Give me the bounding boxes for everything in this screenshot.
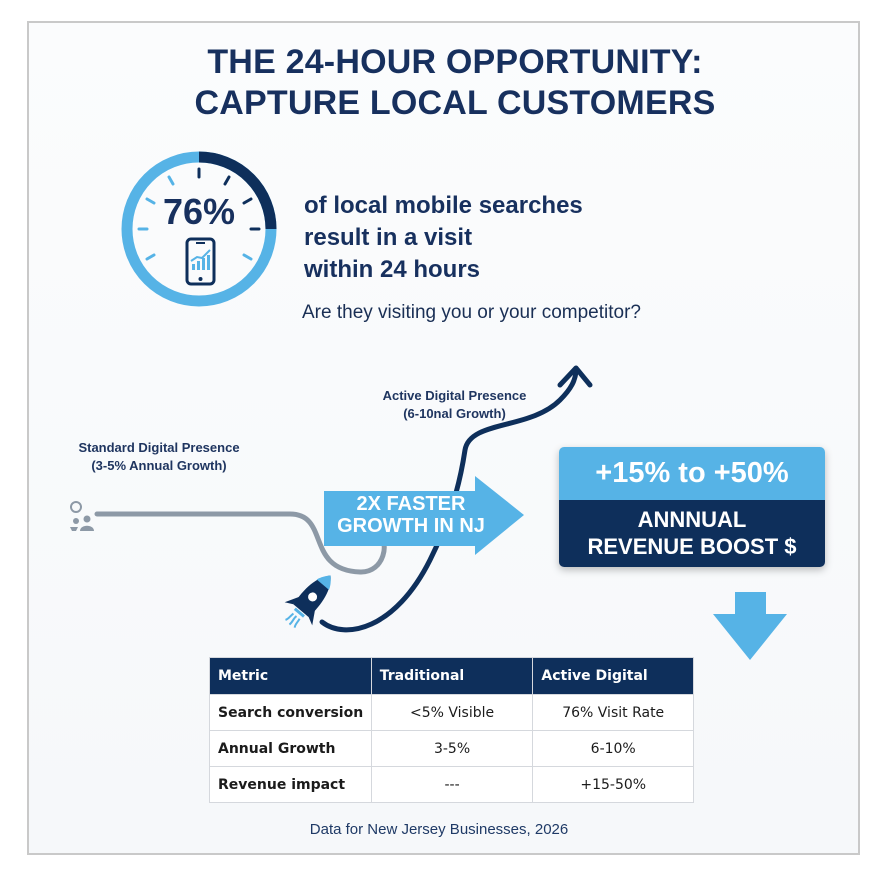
row-active-digital: 6-10% <box>532 730 694 767</box>
page-title: THE 24-HOUR OPPORTUNITY: CAPTURE LOCAL C… <box>0 42 878 124</box>
row-active-digital: 76% Visit Rate <box>532 694 694 731</box>
revenue-boost-card: +15% to +50% ANNNUAL REVENUE BOOST $ <box>559 447 825 567</box>
row-traditional: <5% Visible <box>370 694 534 731</box>
stat-description: of local mobile searches result in a vis… <box>304 190 583 286</box>
standard-presence-label: Standard Digital Presence (3-5% Annual G… <box>66 439 252 475</box>
revenue-range: +15% to +50% <box>559 447 825 500</box>
title-line-1: THE 24-HOUR OPPORTUNITY: <box>207 43 703 81</box>
stat-line-2: result in a visit <box>304 224 473 251</box>
active-label-line-2: (6-10nal Growth) <box>403 406 506 421</box>
revenue-caption-line-2: REVENUE BOOST $ <box>587 534 797 559</box>
stat-line-3: within 24 hours <box>304 256 481 283</box>
title-line-2: CAPTURE LOCAL CUSTOMERS <box>194 84 716 122</box>
row-active-digital: +15-50% <box>532 766 694 803</box>
growth-arrow-line-2: GROWTH IN NJ <box>337 515 485 537</box>
question-text: Are they visiting you or your competitor… <box>302 302 641 323</box>
table-header-row: Metric Traditional Active Digital <box>209 657 694 695</box>
table-row: Search conversion <5% Visible 76% Visit … <box>209 694 694 731</box>
revenue-caption-line-1: ANNNUAL <box>637 507 747 532</box>
row-metric: Search conversion <box>209 694 372 731</box>
stat-line-1: of local mobile searches <box>304 192 583 219</box>
header-active-digital: Active Digital <box>532 657 694 695</box>
gauge-percentage: 76% <box>162 191 236 232</box>
standard-label-line-1: Standard Digital Presence <box>78 440 240 455</box>
smartphone-chart-icon <box>185 237 216 286</box>
comparison-table: Metric Traditional Active Digital Search… <box>209 657 694 803</box>
footer-source: Data for New Jersey Businesses, 2026 <box>309 821 569 838</box>
standard-label-line-2: (3-5% Annual Growth) <box>91 458 227 473</box>
growth-arrow-label: 2X FASTER GROWTH IN NJ <box>336 493 486 537</box>
percentage-gauge: 76% <box>117 147 281 311</box>
active-presence-label: Active Digital Presence (6-10nal Growth) <box>372 387 537 423</box>
row-metric: Revenue impact <box>209 766 372 803</box>
row-traditional: 3-5% <box>370 730 534 767</box>
table-row: Revenue impact --- +15-50% <box>209 766 694 803</box>
active-label-line-1: Active Digital Presence <box>382 388 527 403</box>
growth-arrow-line-1: 2X FASTER <box>356 493 466 515</box>
gauge-ring-icon <box>121 151 277 307</box>
header-traditional: Traditional <box>370 657 534 695</box>
header-metric: Metric <box>209 657 372 695</box>
row-metric: Annual Growth <box>209 730 372 767</box>
revenue-caption: ANNNUAL REVENUE BOOST $ <box>559 500 825 567</box>
row-traditional: --- <box>370 766 534 803</box>
table-row: Annual Growth 3-5% 6-10% <box>209 730 694 767</box>
